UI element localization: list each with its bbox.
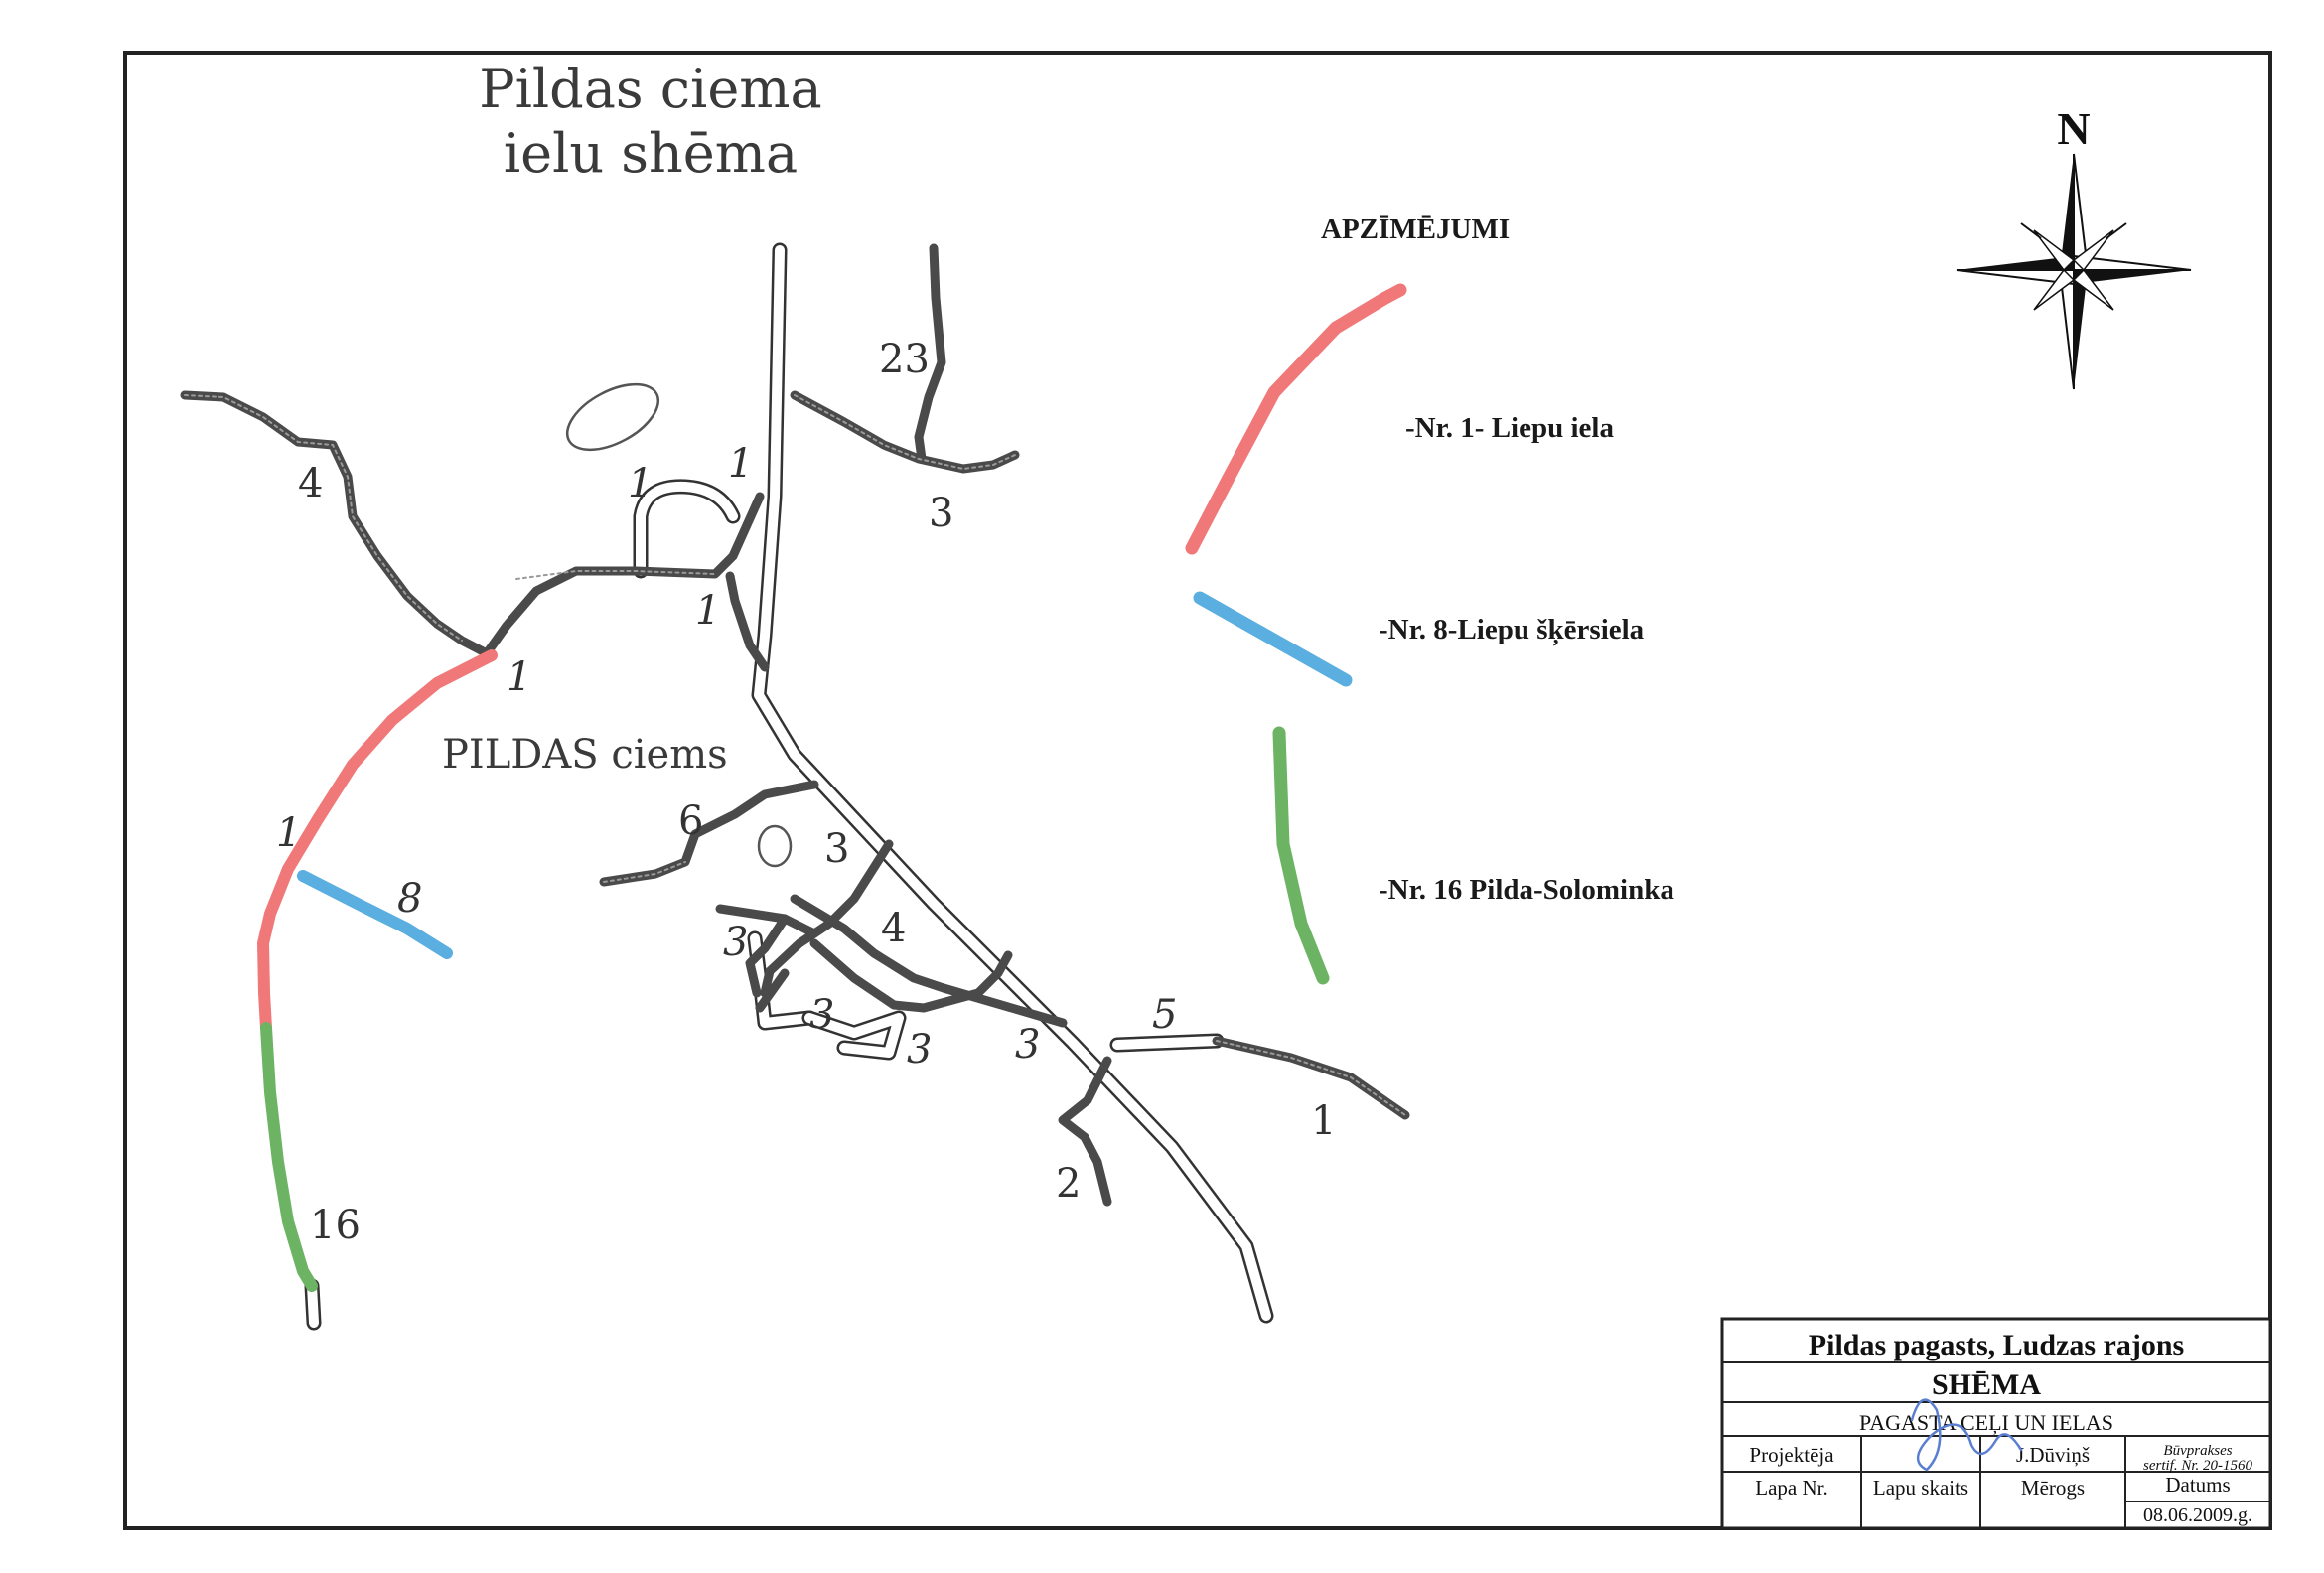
compass-east-point — [2074, 270, 2191, 284]
datums-label: Datums — [2165, 1473, 2230, 1497]
road-label-6: 6 — [678, 798, 703, 844]
road-label-3-e: 3 — [1015, 1022, 1040, 1068]
map-title-line-2: ielu shēma — [504, 122, 798, 185]
road-label-5: 5 — [1152, 992, 1177, 1038]
legend-swatch-nr-8 — [1193, 591, 1353, 687]
merogs-label: Mērogs — [2021, 1476, 2085, 1500]
road-label-23: 23 — [879, 337, 930, 382]
lapu-skaits-label: Lapu skaits — [1873, 1476, 1968, 1500]
title-block-line-2: SHĒMA — [1932, 1368, 2041, 1401]
local-roads — [180, 243, 1410, 1207]
projekteja-label: Projektēja — [1749, 1443, 1834, 1467]
date-value: 08.06.2009.g. — [2143, 1504, 2252, 1526]
road-label-1-e: 1 — [276, 810, 301, 856]
road-label-8: 8 — [397, 876, 422, 922]
legend-label-nr-16: -Nr. 16 Pilda-Solominka — [1379, 874, 1674, 906]
road-nr-16-pilda-solominka — [260, 1022, 318, 1292]
legend-label-nr-8: -Nr. 8-Liepu šķērsiela — [1379, 614, 1645, 646]
road-label-3-a: 3 — [824, 826, 849, 872]
certificate-line-2: sertif. Nr. 20-1560 — [2143, 1458, 2253, 1474]
lapa-nr-label: Lapa Nr. — [1755, 1476, 1827, 1500]
legend-label-nr-1: -Nr. 1- Liepu iela — [1405, 412, 1614, 444]
legend-swatch-nr-1 — [1185, 283, 1407, 555]
lake-shape — [565, 382, 660, 452]
certificate-line-1: Būvprakses — [2163, 1443, 2232, 1459]
legend-heading: APZĪMĒJUMI — [1321, 214, 1510, 245]
map-frame — [123, 51, 2272, 1530]
road-label-16: 16 — [310, 1203, 361, 1248]
road-label-3-c: 3 — [809, 992, 834, 1038]
title-block-line-1: Pildas pagasts, Ludzas rajons — [1809, 1329, 2184, 1361]
road-label-1-c: 1 — [695, 588, 720, 634]
road-label-2: 2 — [1056, 1161, 1081, 1207]
compass-west-point — [1957, 256, 2074, 270]
designer-name: J.Dūviņš — [2016, 1443, 2090, 1467]
map-title-line-1: Pildas ciema — [479, 58, 821, 120]
legend: APZĪMĒJUMI -Nr. 1- Liepu iela -Nr. 8-Lie… — [1185, 214, 1674, 985]
road-nr-1-liepu-iela — [257, 649, 498, 1034]
road-label-4-b: 4 — [881, 906, 906, 951]
village-label: PILDAS ciems — [442, 732, 728, 778]
road-label-1-b: 1 — [728, 441, 753, 487]
road-label-1-d: 1 — [507, 654, 531, 700]
legend-swatch-nr-16 — [1272, 726, 1330, 985]
road-label-1-se: 1 — [1311, 1098, 1336, 1144]
north-arrow: N — [1956, 103, 2192, 390]
signature — [1910, 1398, 2023, 1472]
title-block-line-3: PAGASTA CEĻI UN IELAS — [1859, 1410, 2113, 1435]
road-label-4: 4 — [298, 461, 323, 506]
road-label-3-b: 3 — [723, 920, 748, 965]
road-label-1-a: 1 — [628, 461, 653, 506]
road-label-3-d: 3 — [907, 1027, 932, 1072]
road-label-3-ne: 3 — [929, 491, 953, 536]
title-block: Pildas pagasts, Ludzas rajons SHĒMA PAGA… — [1720, 1317, 2272, 1530]
pond-shape — [757, 824, 793, 868]
north-label: N — [2057, 103, 2090, 154]
road-number-labels: 4 23 3 1 1 1 1 1 6 3 8 4 3 3 3 3 5 1 2 1… — [276, 337, 1336, 1248]
road-nr-8-liepu-skersiela — [297, 870, 453, 959]
